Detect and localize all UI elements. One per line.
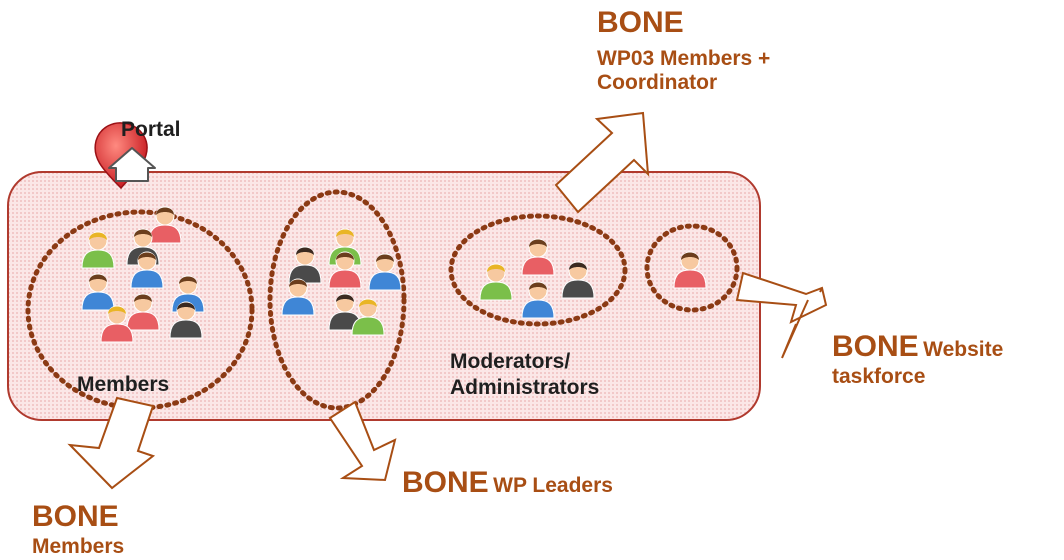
members-group-label: Members — [77, 373, 170, 396]
person-icon — [81, 231, 115, 269]
person-icon — [328, 251, 362, 289]
moderators-ring — [448, 213, 628, 327]
callout-wp-leaders-rest: WP Leaders — [493, 474, 613, 497]
callout-website: BONE Website taskforce — [832, 330, 1003, 389]
website-ring — [644, 223, 740, 313]
person-icon — [100, 305, 134, 343]
home-pin-icon — [94, 122, 156, 190]
callout-wp-leaders: BONE WP Leaders — [402, 466, 613, 501]
person-icon — [126, 293, 160, 331]
people-icons — [81, 206, 707, 343]
callout-wp03-line1: WP03 Members + — [597, 46, 771, 70]
person-icon — [288, 246, 322, 284]
moderators-line2: Administrators — [450, 376, 600, 400]
person-icon — [351, 298, 385, 336]
callout-wp03: BONE WP03 Members + Coordinator — [597, 6, 770, 95]
arrow-to-members — [67, 396, 156, 490]
person-icon — [81, 273, 115, 311]
callout-members-line2: Members — [32, 534, 125, 558]
person-icon — [148, 206, 182, 244]
person-icon — [521, 281, 555, 319]
person-icon — [281, 278, 315, 316]
person-icon — [130, 251, 164, 289]
person-icon — [479, 263, 513, 301]
person-icon — [521, 238, 555, 276]
person-icon — [368, 253, 402, 291]
arrow-to-website-tail — [781, 287, 823, 359]
wp-leaders-ring — [267, 189, 407, 411]
person-icon — [169, 301, 203, 339]
callout-website-line2: taskforce — [832, 364, 926, 388]
moderators-group-label: Moderators/ Administrators — [450, 349, 599, 402]
callout-wp03-title: BONE — [597, 6, 684, 39]
callout-website-title: BONE — [832, 330, 919, 363]
arrow-to-wp03 — [554, 111, 650, 214]
person-icon — [561, 261, 595, 299]
portal-label: Portal — [121, 118, 181, 141]
callout-wp03-line2: Coordinator — [597, 70, 718, 94]
moderators-line1: Moderators/ — [450, 350, 571, 373]
arrow-to-wp-leaders — [328, 400, 397, 482]
callout-website-rest: Website — [923, 338, 1004, 361]
callout-members-title: BONE — [32, 500, 119, 533]
callout-members: BONE Members — [32, 500, 124, 559]
callout-wp-leaders-title: BONE — [402, 466, 489, 499]
members-ring — [25, 209, 255, 411]
person-icon — [673, 251, 707, 289]
